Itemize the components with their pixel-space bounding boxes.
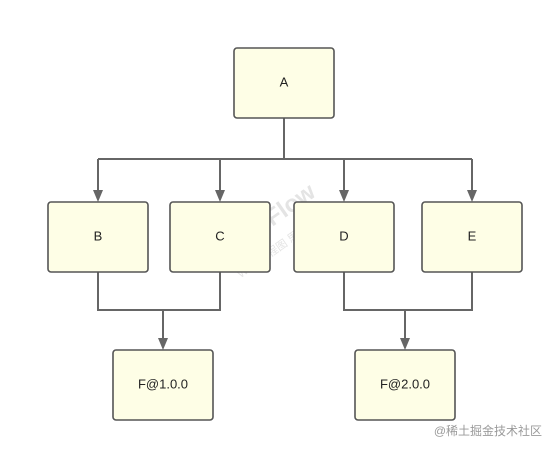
arrowhead-to-c bbox=[215, 190, 225, 202]
node-d[interactable]: D bbox=[293, 201, 395, 273]
arrowhead-to-f2 bbox=[400, 338, 410, 350]
node-c[interactable]: C bbox=[169, 201, 271, 273]
node-b[interactable]: B bbox=[47, 201, 149, 273]
connector-de-merge bbox=[343, 272, 473, 311]
node-b-label: B bbox=[94, 228, 103, 243]
node-d-label: D bbox=[339, 228, 348, 243]
node-f-2-0-0-label: F@2.0.0 bbox=[380, 376, 430, 391]
node-f-1-0-0[interactable]: F@1.0.0 bbox=[112, 349, 214, 421]
node-a-label: A bbox=[280, 74, 289, 89]
node-e[interactable]: E bbox=[421, 201, 523, 273]
arrowhead-to-f1 bbox=[158, 338, 168, 350]
node-a[interactable]: A bbox=[233, 47, 335, 119]
connector-bc-merge bbox=[97, 272, 221, 311]
source-credit: @稀土掘金技术社区 bbox=[433, 424, 542, 438]
connectors bbox=[93, 118, 477, 350]
node-c-label: C bbox=[215, 228, 224, 243]
node-e-label: E bbox=[468, 228, 477, 243]
arrowhead-to-e bbox=[467, 190, 477, 202]
arrowhead-to-b bbox=[93, 190, 103, 202]
arrowhead-to-d bbox=[339, 190, 349, 202]
node-f-2-0-0[interactable]: F@2.0.0 bbox=[354, 349, 456, 421]
node-f-1-0-0-label: F@1.0.0 bbox=[138, 376, 188, 391]
